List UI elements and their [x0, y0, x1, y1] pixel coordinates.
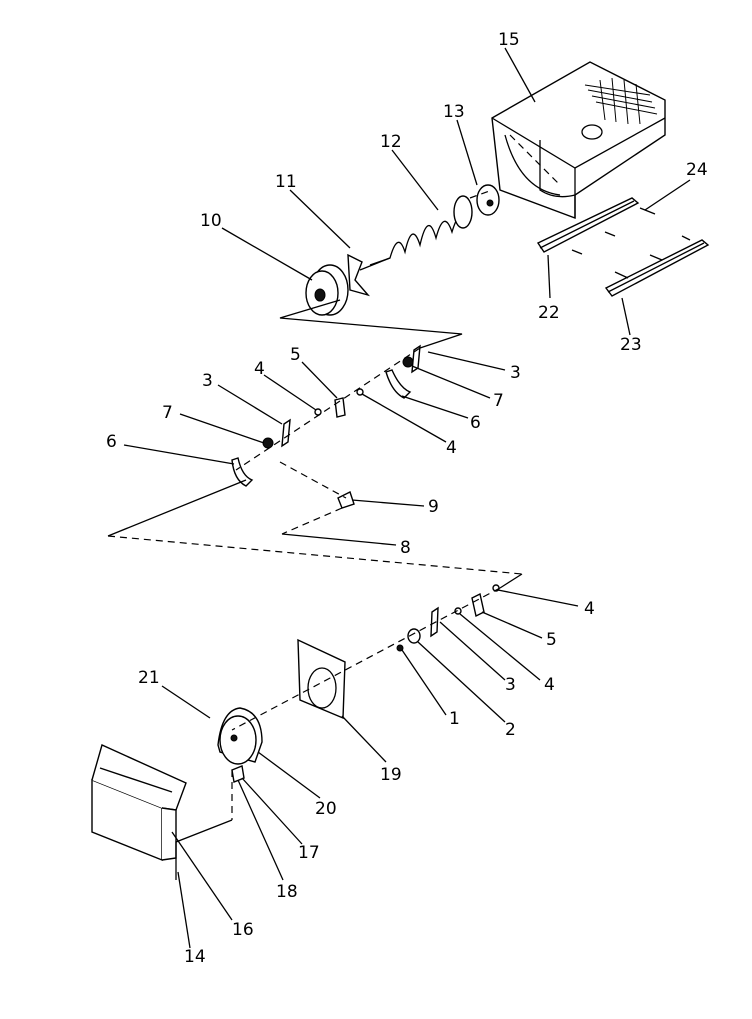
callout-12: 12 — [380, 132, 402, 152]
callout-21: 21 — [138, 668, 160, 688]
part-9-coupler — [337, 491, 355, 509]
callout-4-lower: 4 — [544, 675, 555, 695]
callout-15: 15 — [498, 30, 520, 50]
callout-20: 20 — [315, 799, 337, 819]
callout-1: 1 — [449, 709, 460, 729]
callout-16: 16 — [232, 920, 254, 940]
part-3-blade-lower — [430, 606, 439, 638]
part-7-bearing-upper — [402, 356, 414, 368]
part-5-clip-lower — [471, 592, 485, 618]
part-22-rail — [536, 197, 640, 253]
assembly-lines — [107, 134, 561, 880]
part-16-cover — [91, 744, 187, 862]
callout-13: 13 — [443, 102, 465, 122]
part-5-clip-upper — [334, 397, 346, 418]
leader-lines — [123, 47, 691, 949]
callout-labels: 15 13 12 11 24 10 22 23 5 3 4 3 7 7 6 6 … — [106, 30, 708, 967]
part-6-bracket-upper — [385, 369, 412, 399]
callout-2: 2 — [505, 720, 516, 740]
callout-18: 18 — [276, 882, 298, 902]
part-19-gasket-plate — [297, 638, 346, 720]
callout-3-right: 3 — [510, 363, 521, 383]
part-1-nut — [396, 644, 404, 652]
part-20-motor-housing — [217, 707, 263, 765]
callout-8: 8 — [400, 538, 411, 558]
callout-14: 14 — [184, 947, 206, 967]
part-3-blade-mid — [281, 418, 291, 448]
callout-3-lower: 3 — [505, 675, 516, 695]
part-17-bracket — [231, 765, 245, 783]
callout-4-lower-right: 4 — [584, 599, 595, 619]
callout-22: 22 — [538, 303, 560, 323]
part-24-screw — [571, 207, 656, 255]
callout-24: 24 — [686, 160, 708, 180]
callout-10: 10 — [200, 211, 222, 231]
part-6-bracket-mid — [231, 457, 254, 487]
part-15-ice-bucket — [491, 61, 666, 220]
callout-7-left: 7 — [162, 403, 173, 423]
callout-5-lower: 5 — [546, 630, 557, 650]
part-7-bearing-mid — [262, 437, 274, 449]
part-10-auger-wheel — [305, 264, 349, 316]
callout-17: 17 — [298, 843, 320, 863]
part-2-bushing — [407, 628, 421, 644]
callout-4-mid: 4 — [446, 438, 457, 458]
callout-9: 9 — [428, 497, 439, 517]
callout-11: 11 — [275, 172, 297, 192]
callout-23: 23 — [620, 335, 642, 355]
callout-3-left: 3 — [202, 371, 213, 391]
part-12-auger-spring — [359, 215, 467, 271]
callout-4-left: 4 — [254, 359, 265, 379]
part-11-blade — [347, 253, 371, 297]
part-13-ring — [453, 184, 500, 229]
callout-19: 19 — [380, 765, 402, 785]
callout-5-upper: 5 — [290, 345, 301, 365]
callout-6-left: 6 — [106, 432, 117, 452]
callout-7-right: 7 — [493, 391, 504, 411]
part-4-washer-upper — [314, 388, 364, 416]
part-23-rail — [604, 235, 710, 297]
callout-6-right: 6 — [470, 413, 481, 433]
